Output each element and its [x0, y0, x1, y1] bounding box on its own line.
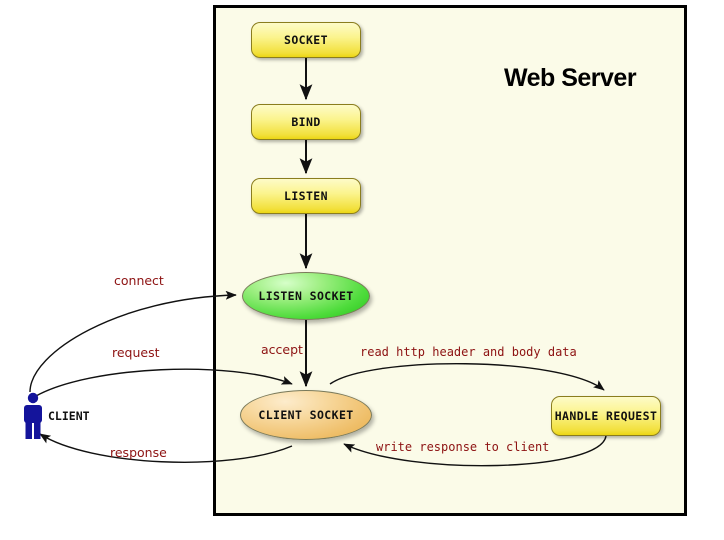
- node-listen-socket-label: LISTEN SOCKET: [258, 289, 354, 303]
- node-handle-request-label: HANDLE REQUEST: [554, 409, 658, 423]
- web-server-title: Web Server: [503, 64, 637, 92]
- node-listen-label: LISTEN: [284, 189, 328, 203]
- edge-label-accept: accept: [261, 342, 303, 357]
- node-client-socket[interactable]: CLIENT SOCKET: [240, 390, 372, 440]
- node-socket[interactable]: SOCKET: [251, 22, 361, 58]
- edge-label-read-http: read http header and body data: [360, 345, 577, 359]
- node-handle-request[interactable]: HANDLE REQUEST: [551, 396, 661, 436]
- edge-client-to-listen-socket: [29, 290, 237, 393]
- edge-label-request: request: [112, 345, 160, 360]
- edge-label-connect: connect: [114, 273, 164, 288]
- client-actor-label: CLIENT: [48, 409, 90, 423]
- node-bind-label: BIND: [291, 115, 321, 129]
- client-torso-icon: [24, 405, 42, 423]
- edge-label-response: response: [110, 445, 167, 460]
- node-socket-label: SOCKET: [284, 33, 328, 47]
- node-listen[interactable]: LISTEN: [251, 178, 361, 214]
- node-bind[interactable]: BIND: [251, 104, 361, 140]
- node-client-socket-label: CLIENT SOCKET: [258, 408, 354, 422]
- client-left-leg-icon: [25, 422, 32, 439]
- edge-label-write-response: write response to client: [376, 440, 550, 454]
- node-listen-socket[interactable]: LISTEN SOCKET: [242, 272, 370, 320]
- client-right-leg-icon: [34, 422, 41, 439]
- client-head-icon: [27, 392, 39, 404]
